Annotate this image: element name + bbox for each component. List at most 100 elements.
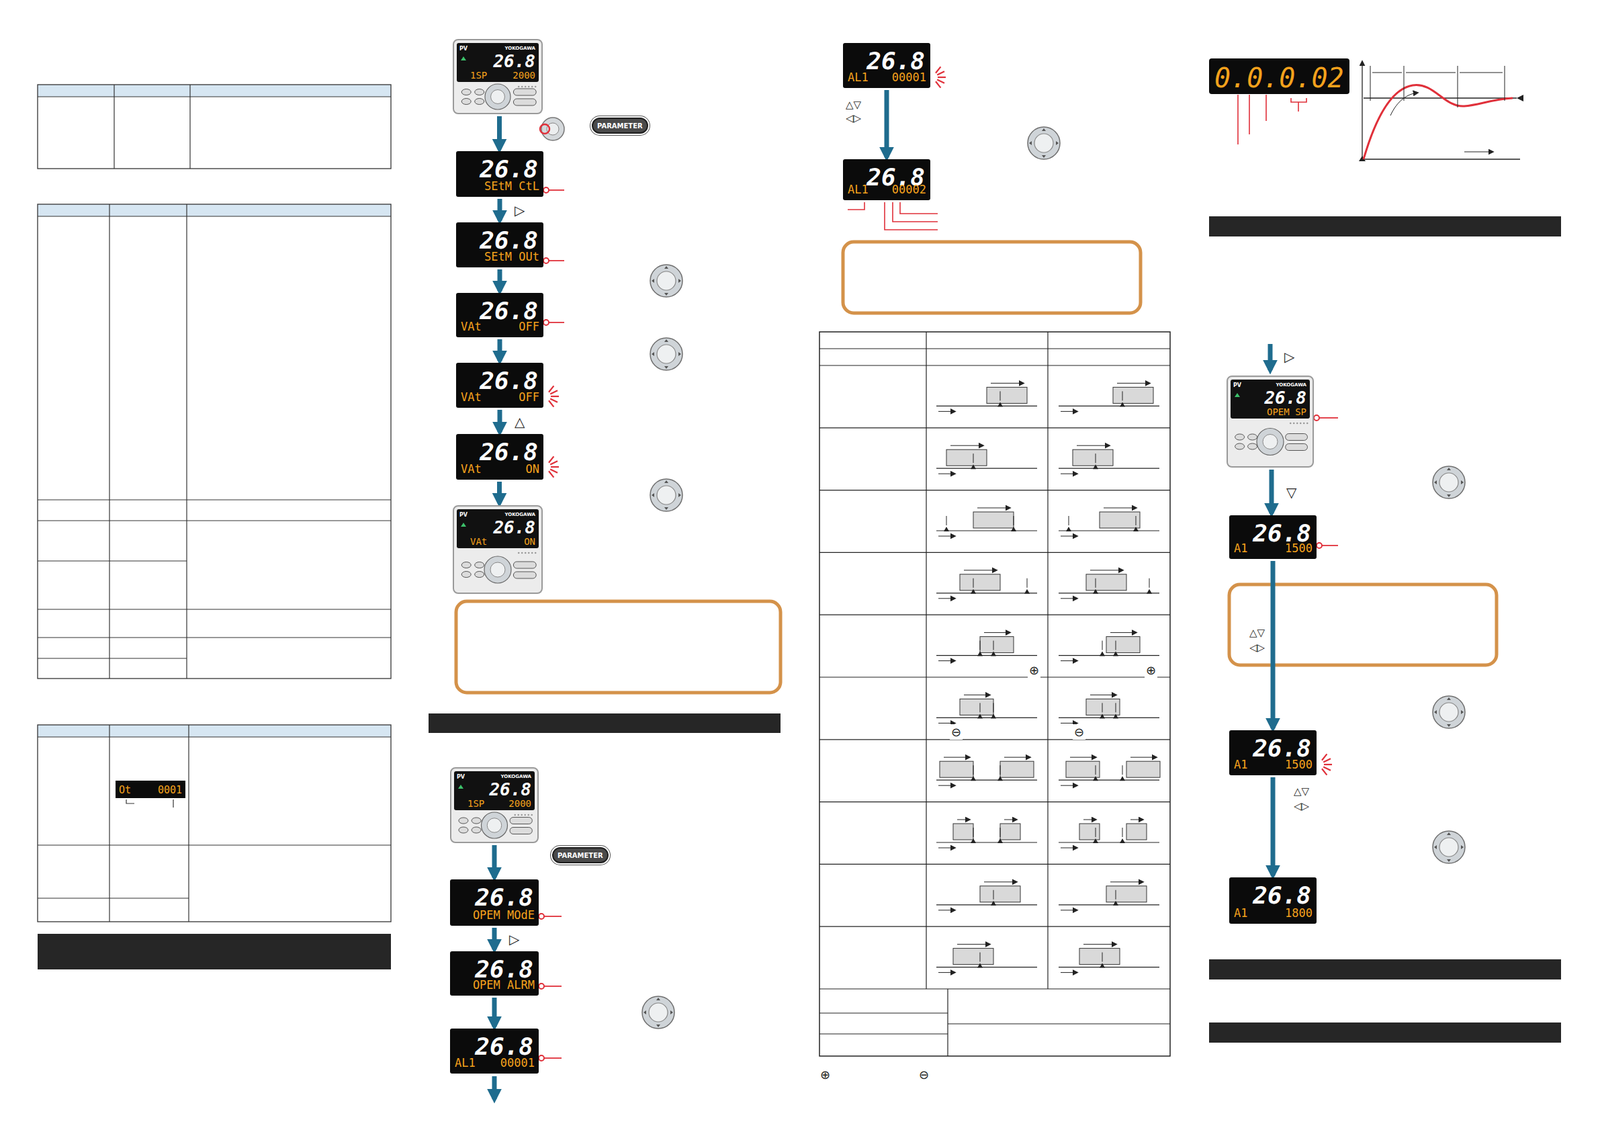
setpoint-marker [997, 401, 1003, 407]
axis-line [1058, 904, 1160, 905]
key-ring [481, 812, 508, 839]
pointer-arrow [1390, 92, 1418, 116]
table-rule [819, 801, 1171, 803]
table-rule [37, 636, 391, 638]
leader-line [1321, 544, 1339, 547]
pv-value: 26.8 [479, 226, 539, 254]
pv-arrow [1060, 847, 1077, 849]
axis-line [1058, 654, 1160, 656]
table-rule [947, 988, 948, 1056]
alarm-zone [939, 761, 974, 778]
display-text: 0.0.0.02 [1214, 62, 1345, 94]
table-rule [37, 608, 391, 610]
key-center [1262, 434, 1278, 450]
key-symbol: ▽ [1284, 483, 1298, 502]
pv-tag: PV [456, 773, 465, 780]
dimension-arrow [1117, 382, 1150, 384]
parameter-symbol: VAt [460, 319, 482, 334]
dimension-arrow [950, 445, 983, 447]
setpoint-marker [1133, 526, 1139, 532]
pv-value: 26.8 [474, 883, 534, 911]
blink-ray [548, 385, 554, 392]
pv-arrow [1060, 909, 1077, 911]
axis-line [1058, 405, 1160, 407]
flow-arrow [497, 409, 503, 432]
blink-ray [548, 470, 554, 477]
front-key [1285, 443, 1308, 451]
brand-name: YOKOGAWA [504, 511, 536, 518]
set-enter-key [650, 337, 683, 371]
dimension-arrow [957, 819, 970, 821]
key-arrows [1434, 697, 1464, 727]
led-dot [517, 814, 520, 817]
setpoint-marker [1065, 526, 1072, 532]
dimension-line [1372, 72, 1402, 74]
setpoint-marker [1092, 838, 1099, 843]
section-banner [37, 933, 391, 970]
key-symbol: ▷ [513, 201, 526, 219]
flow-arrow [492, 927, 498, 950]
table-rule [188, 724, 189, 922]
display-text: OPEM ALRM [472, 978, 535, 992]
front-key [513, 571, 537, 579]
led-dot [534, 552, 537, 555]
front-key [458, 826, 469, 833]
front-key [461, 98, 471, 105]
sign-symbol: ⊕ [1027, 662, 1041, 678]
pv-arrow [938, 785, 955, 786]
setpoint-line [1000, 765, 1001, 775]
pv-arrow [938, 660, 955, 661]
key-center [486, 818, 502, 833]
led-dot [1293, 422, 1296, 425]
callout-dot [543, 319, 549, 326]
led-dot [523, 814, 526, 817]
setpoint-marker [1010, 526, 1017, 532]
parameter-symbol: A1 [1233, 906, 1248, 920]
setpoint-marker [1113, 713, 1119, 719]
pv-arrow [938, 909, 955, 911]
set-enter-key [1432, 695, 1465, 729]
setpoint-marker [1119, 838, 1126, 843]
graph-axis [1361, 61, 1363, 160]
setpoint-line [973, 578, 974, 588]
axis-line [936, 592, 1038, 594]
led-dot [521, 85, 524, 88]
led-dot [517, 85, 520, 88]
led-dot [1303, 422, 1306, 425]
parameter-value: 00001 [500, 1055, 535, 1070]
key-ring [484, 556, 512, 584]
axis-line [1058, 592, 1160, 594]
front-key [474, 571, 485, 578]
setpoint-line [946, 515, 948, 526]
dimension-arrow [1090, 694, 1116, 696]
sign-symbol: ⊖ [917, 1066, 931, 1083]
parameter-symbol: A1 [1233, 757, 1248, 772]
lcd-display: 26.8SEtM OUt [456, 222, 544, 268]
front-key [513, 88, 537, 96]
setpoint-line [980, 640, 981, 651]
key-arrows [1434, 467, 1464, 498]
display-screen [454, 771, 535, 811]
front-key [461, 571, 471, 578]
table-rule [819, 347, 1171, 349]
key-symbol: ◁▷ [1248, 640, 1267, 655]
led-dot [1306, 422, 1309, 425]
pv-value: 26.8 [489, 779, 532, 800]
lcd-display: 26.8AL100001 [842, 42, 931, 88]
setpoint-marker [1099, 651, 1105, 657]
alarm-zone [1079, 948, 1120, 965]
set-enter-key-center [1439, 472, 1459, 492]
key-arrows [651, 265, 682, 296]
table-header-fill [37, 84, 391, 97]
lcd-display: 26.8VAtOFF [456, 362, 544, 408]
setpoint-line [993, 640, 995, 651]
pv-arrow [938, 411, 955, 412]
parameter-value: 2000 [508, 797, 532, 809]
blink-ray [937, 76, 946, 78]
setpoint-marker [990, 651, 997, 657]
flow-arrow [1270, 777, 1276, 876]
section-banner [1209, 1022, 1562, 1043]
response-curve [1363, 85, 1513, 160]
leader-line [548, 259, 565, 262]
